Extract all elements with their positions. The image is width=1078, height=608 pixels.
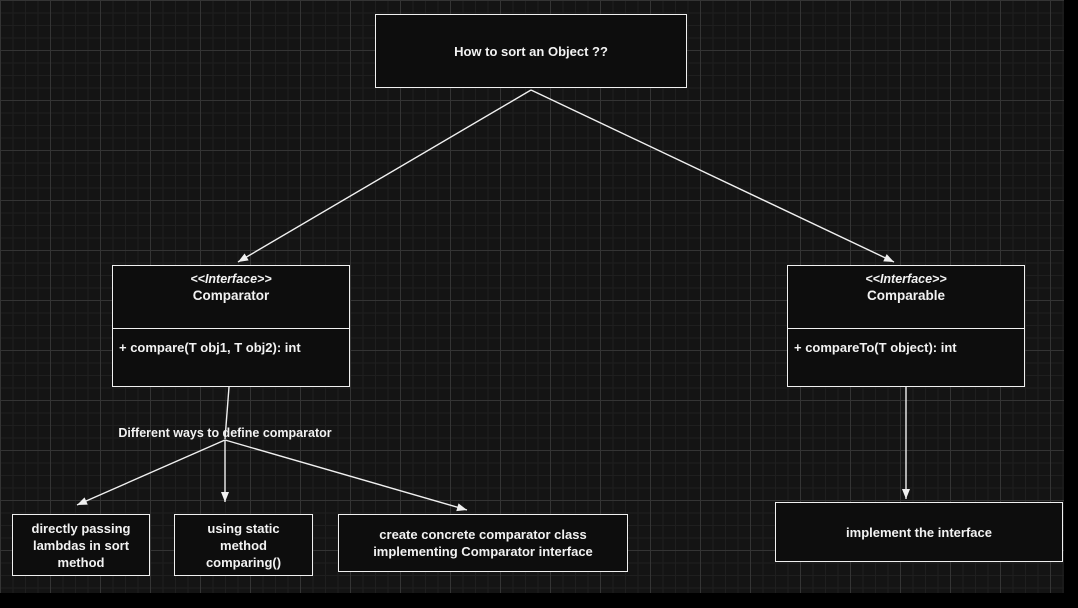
node-concrete-class-label: create concrete comparator class impleme… [373,527,593,559]
comparator-method: + compare(T obj1, T obj2): int [113,328,349,355]
node-comparable-interface[interactable]: <<Interface>> Comparable + compareTo(T o… [787,265,1025,387]
node-lambda-label: directly passing lambdas in sort method [31,520,131,570]
edge-root-to-comparable[interactable] [530,89,895,263]
node-how-to-sort-label: How to sort an Object ?? [454,43,608,59]
node-how-to-sort[interactable]: How to sort an Object ?? [375,14,687,88]
edge-comparator-to-branch[interactable] [224,386,230,440]
node-concrete-class[interactable]: create concrete comparator class impleme… [338,514,628,572]
edges-layer [76,89,910,512]
edge-branch-to-lambda[interactable] [76,439,226,506]
comparable-header: <<Interface>> Comparable [788,266,1024,328]
node-implement-interface[interactable]: implement the interface [775,502,1063,562]
node-implement-interface-label: implement the interface [846,524,992,540]
comparable-name: Comparable [866,288,946,303]
node-lambda[interactable]: directly passing lambdas in sort method [12,514,150,576]
edge-root-to-comparator[interactable] [237,89,532,263]
branch-label: Different ways to define comparator [118,426,332,440]
comparator-name: Comparator [192,288,270,303]
diagram-canvas[interactable]: How to sort an Object ?? <<Interface>> C… [0,0,1064,593]
edge-branch-to-concrete[interactable] [224,439,468,512]
comparable-method: + compareTo(T object): int [788,328,1024,355]
node-comparator-interface[interactable]: <<Interface>> Comparator + compare(T obj… [112,265,350,387]
comparator-header: <<Interface>> Comparator [113,266,349,328]
comparable-stereotype: <<Interface>> [865,272,947,286]
node-static-method-label: using static method comparing() [205,520,282,570]
node-static-method[interactable]: using static method comparing() [174,514,313,576]
comparator-stereotype: <<Interface>> [190,272,272,286]
